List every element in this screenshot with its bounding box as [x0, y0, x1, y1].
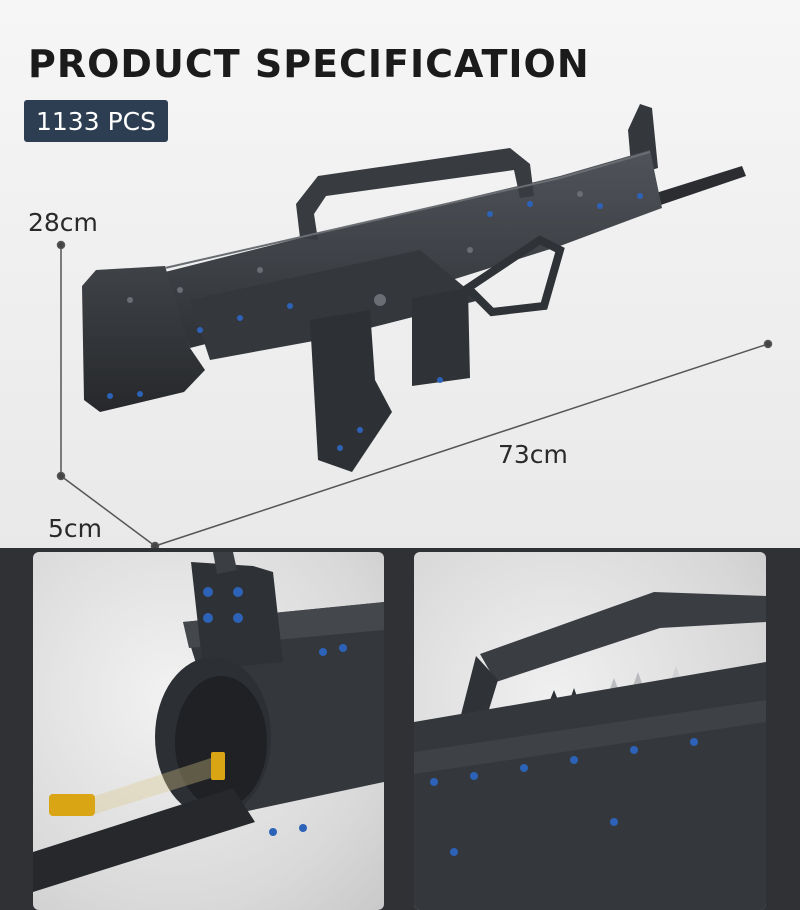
- height-dimension-label: 28cm: [28, 208, 98, 237]
- carry-handle-closeup-image: [414, 592, 766, 910]
- rifle-model-image: [82, 104, 746, 472]
- product-spec-section: PRODUCT SPECIFICATION 1133 PCS 28cm 73cm…: [0, 0, 800, 548]
- handle-detail-panel: [414, 552, 766, 910]
- page-title: PRODUCT SPECIFICATION: [28, 42, 590, 86]
- width-dimension-label: 5cm: [48, 514, 103, 543]
- muzzle-detail-panel: [33, 552, 384, 910]
- length-dimension-label: 73cm: [498, 440, 568, 469]
- ammo-piece: [49, 752, 225, 816]
- dimension-lines: [56, 240, 773, 548]
- piece-count-label: 1133 PCS: [36, 106, 156, 136]
- muzzle-closeup-image: [33, 552, 384, 892]
- piece-count-badge: 1133 PCS: [24, 100, 168, 142]
